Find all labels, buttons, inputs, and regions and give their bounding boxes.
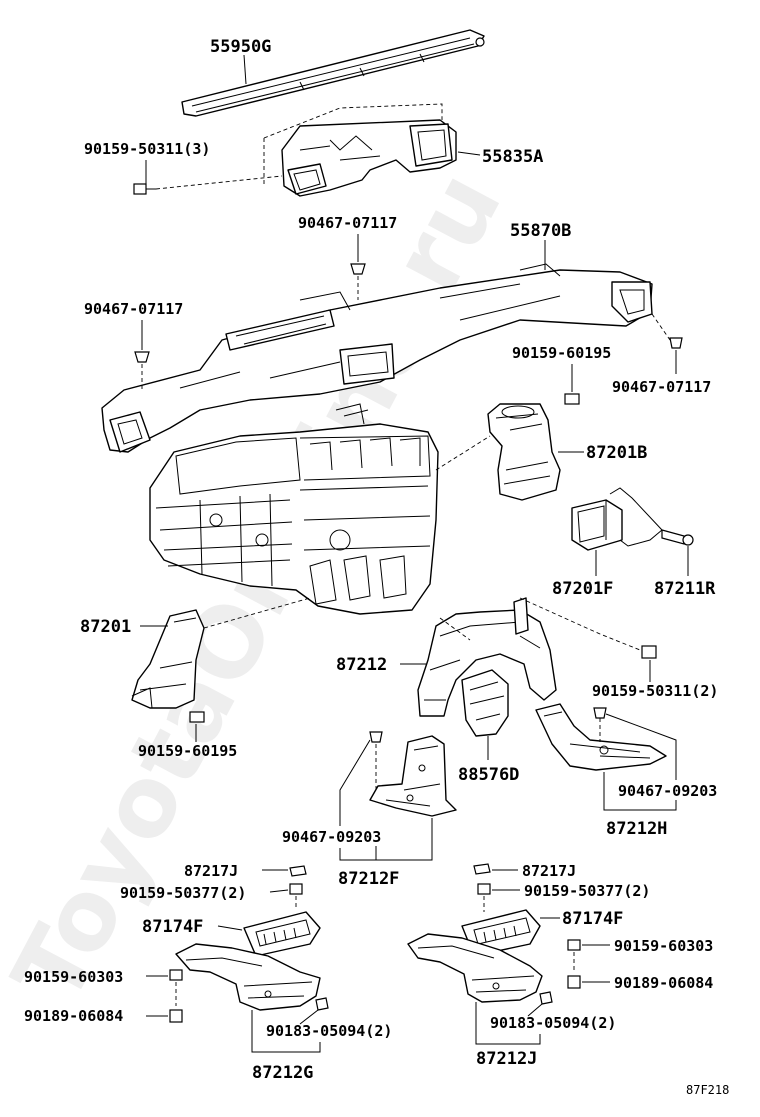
bolt-90159-60303-left[interactable]: [169, 969, 183, 981]
leader-90467-09203-right: [605, 713, 677, 780]
bolt-87211R[interactable]: [661, 529, 694, 546]
part-88576D-shape[interactable]: [461, 669, 509, 737]
hvac-unit-shape: [149, 403, 439, 615]
bolt-90159-50311-3[interactable]: [133, 183, 156, 195]
part-55870B-shape[interactable]: [101, 263, 653, 453]
leader-87212H: [603, 772, 677, 811]
label-87217J-right: 87217J: [522, 862, 576, 880]
part-87217J-left[interactable]: [289, 865, 307, 877]
bolt-90159-60195-right[interactable]: [564, 393, 580, 405]
label-90183-05094-left: 90183-05094(2): [266, 1022, 392, 1040]
label-87201: 87201: [80, 617, 131, 637]
part-87201B-shape[interactable]: [487, 403, 561, 501]
label-90159-60303-right: 90159-60303: [614, 937, 713, 955]
leader-87174F-left: [217, 925, 243, 931]
leader-87212G: [251, 1010, 321, 1053]
guide-90467-07117-right: [651, 313, 671, 341]
label-90159-50377-left: 90159-50377(2): [120, 884, 246, 902]
part-87212J-shape[interactable]: [407, 933, 543, 1003]
clip-90467-09203-right[interactable]: [593, 707, 607, 719]
label-88576D: 88576D: [458, 765, 519, 785]
leader-55835A: [457, 151, 481, 156]
label-87211R: 87211R: [654, 579, 716, 599]
part-87201-shape[interactable]: [131, 609, 205, 709]
clip-90467-07117-top[interactable]: [350, 263, 366, 275]
label-90467-07117-right: 90467-07117: [612, 378, 711, 396]
part-87212H-shape[interactable]: [535, 703, 667, 771]
label-87212J: 87212J: [476, 1049, 537, 1069]
part-55950G-shape[interactable]: [181, 29, 485, 117]
diagram-ref: 87F218: [686, 1083, 729, 1097]
guide-90159-50311-3: [155, 175, 283, 190]
label-90159-60195-right: 90159-60195: [512, 344, 611, 362]
guide-87212-a: [439, 617, 471, 641]
clip-90467-07117-right[interactable]: [669, 337, 683, 349]
part-87201F-shape[interactable]: [571, 487, 663, 551]
label-90467-07117-top: 90467-07117: [298, 214, 397, 232]
part-87212G-shape[interactable]: [175, 943, 321, 1011]
label-90183-05094-right: 90183-05094(2): [490, 1014, 616, 1032]
bolt-90159-60303-right[interactable]: [567, 939, 581, 951]
label-90467-09203-right: 90467-09203: [618, 782, 717, 800]
clip-90183-05094-right[interactable]: [539, 991, 553, 1005]
label-90189-06084-left: 90189-06084: [24, 1007, 123, 1025]
leader-90183-05094-left: [299, 1009, 319, 1025]
leader-90467-09203-left: [339, 739, 371, 826]
label-90189-06084-right: 90189-06084: [614, 974, 713, 992]
clip-90467-07117-left[interactable]: [134, 351, 150, 363]
part-55835A-shape[interactable]: [281, 119, 457, 197]
leader-90183-05094-right: [527, 1003, 543, 1017]
bolt-90159-60195-left[interactable]: [189, 711, 205, 723]
label-90159-50311-2: 90159-50311(2): [592, 682, 718, 700]
guide-hvac-87201B: [435, 435, 491, 471]
label-90467-07117-left: 90467-07117: [84, 300, 183, 318]
label-55950G: 55950G: [210, 37, 271, 57]
part-87174F-left[interactable]: [243, 911, 321, 957]
part-87217J-right[interactable]: [473, 863, 491, 875]
label-90159-50311-3: 90159-50311(3): [84, 140, 210, 158]
label-87212: 87212: [336, 655, 387, 675]
label-90159-60195-left: 90159-60195: [138, 742, 237, 760]
label-90159-50377-right: 90159-50377(2): [524, 882, 650, 900]
leader-55950G: [243, 54, 247, 85]
label-87201F: 87201F: [552, 579, 613, 599]
part-87212F-shape[interactable]: [369, 735, 457, 817]
label-90467-09203-left: 90467-09203: [282, 828, 381, 846]
label-87174F-right: 87174F: [562, 909, 623, 929]
label-87217J-left: 87217J: [184, 862, 238, 880]
label-55870B: 55870B: [510, 221, 571, 241]
label-87174F-left: 87174F: [142, 917, 203, 937]
label-87201B: 87201B: [586, 443, 647, 463]
label-55835A: 55835A: [482, 147, 543, 167]
guide-55835A: [263, 103, 443, 139]
bolt-90189-06084-left[interactable]: [169, 1009, 183, 1023]
clip-90183-05094-left[interactable]: [315, 997, 329, 1011]
bolt-90189-06084-right[interactable]: [567, 975, 581, 989]
bolt-90159-50377-left[interactable]: [289, 883, 303, 895]
leader-87212F: [339, 818, 433, 861]
part-87212-shape[interactable]: [417, 597, 557, 717]
label-90159-60303-left: 90159-60303: [24, 968, 123, 986]
leader-87212J: [475, 1002, 541, 1045]
bolt-90159-50377-right[interactable]: [477, 883, 491, 895]
label-87212F: 87212F: [338, 869, 399, 889]
bolt-90159-50311-2[interactable]: [641, 645, 657, 659]
label-87212G: 87212G: [252, 1063, 313, 1083]
clip-90467-09203-left[interactable]: [369, 731, 383, 743]
leader-90159-50377-left: [269, 889, 289, 893]
label-87212H: 87212H: [606, 819, 667, 839]
guide-hvac-87201: [203, 597, 311, 629]
guide-87212-bolt: [519, 597, 641, 651]
